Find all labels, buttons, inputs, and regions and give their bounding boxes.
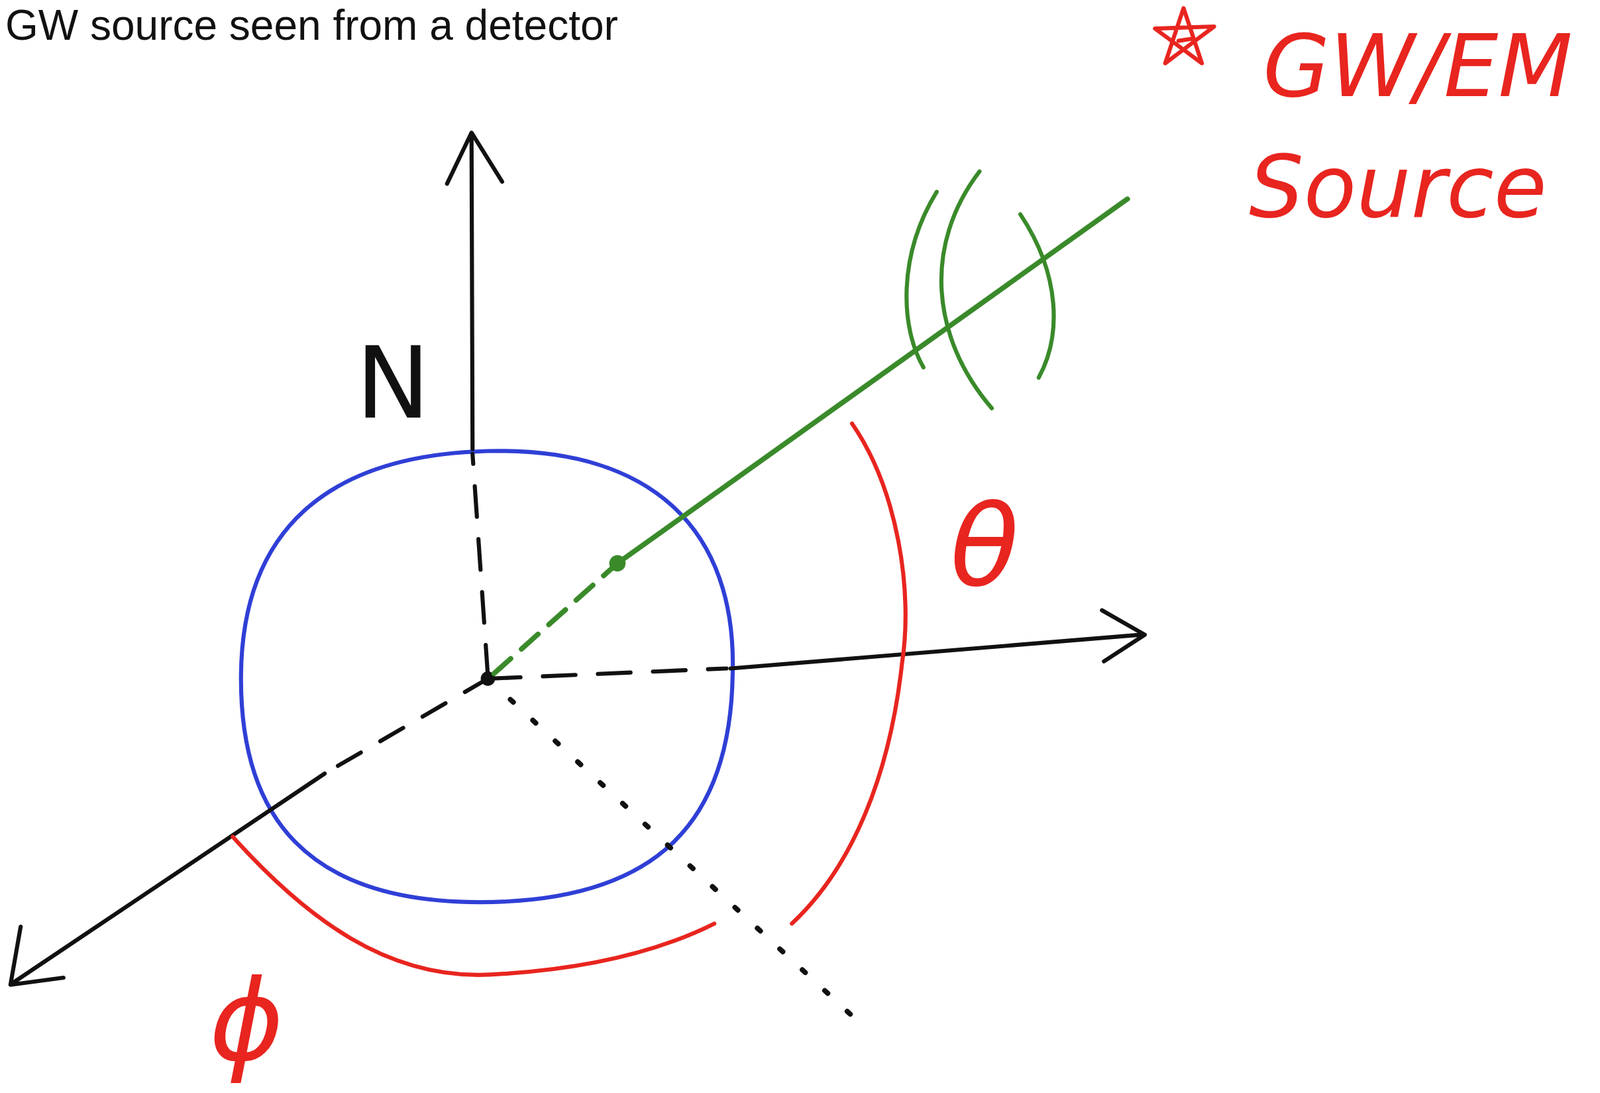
phi-arc xyxy=(232,836,715,975)
axis-dashed xyxy=(324,678,488,774)
diagram-title: GW source seen from a detector xyxy=(5,3,619,47)
theta-arc xyxy=(791,423,906,923)
gw-wave xyxy=(941,171,992,409)
source-star xyxy=(1154,7,1214,63)
axis-north xyxy=(447,132,503,449)
source-label: Source xyxy=(1248,143,1547,230)
axis-label: N xyxy=(355,333,430,433)
earth-circle xyxy=(241,450,733,902)
gw-wave xyxy=(1020,213,1054,377)
axis-dashed xyxy=(472,453,488,676)
axis-x xyxy=(730,610,1145,669)
axis-dashed xyxy=(487,667,727,678)
line-of-sight xyxy=(617,198,1128,564)
source-label: GW/EM xyxy=(1262,23,1573,110)
angle-label: ϕ xyxy=(209,963,284,1077)
line-of-sight-dashed xyxy=(494,563,618,674)
angle-label: θ xyxy=(950,489,1019,603)
gw-wave xyxy=(906,191,937,368)
axis-y xyxy=(10,773,325,985)
